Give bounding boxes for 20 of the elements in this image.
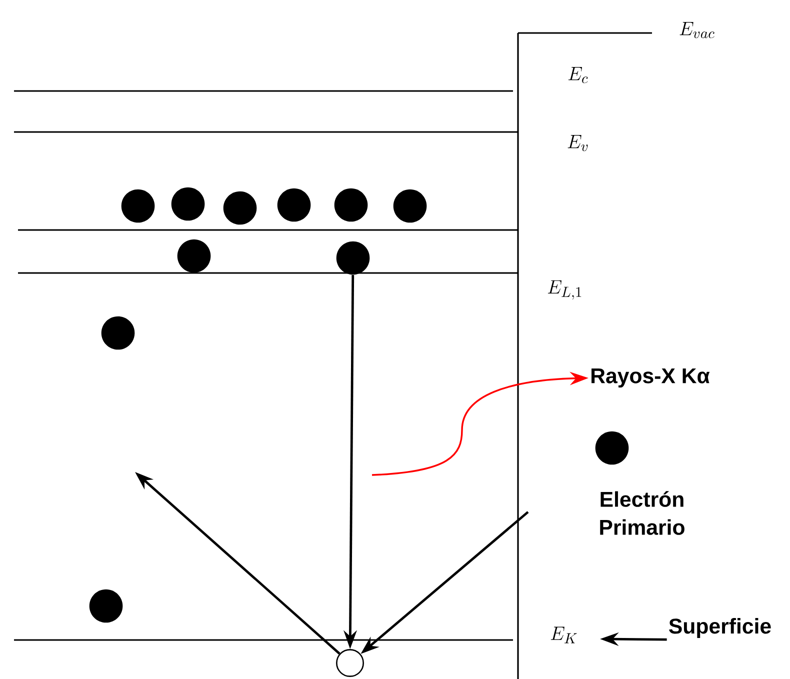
energy-label: $E_{c}$ — [568, 67, 588, 84]
hole — [336, 649, 364, 677]
electron — [89, 589, 123, 623]
electron — [393, 189, 427, 223]
electron — [171, 187, 205, 221]
electron — [101, 316, 135, 350]
text-label: Rayos-X Kα — [592, 368, 710, 388]
electron — [336, 241, 370, 275]
energy-label: $E_{vac}$ — [680, 22, 714, 38]
energy-label: $E_{K}$ — [550, 626, 577, 644]
electron — [121, 189, 155, 223]
electron — [223, 191, 257, 225]
text-label: Electrón Primario — [600, 491, 684, 535]
electron — [334, 188, 368, 222]
text-label: Superficie — [669, 618, 771, 638]
electron — [595, 431, 629, 465]
electron — [177, 239, 211, 273]
electron — [277, 188, 311, 222]
energy-label: $E_{L,1}$ — [548, 280, 582, 300]
energy-label: $E_{v}$ — [568, 135, 588, 152]
